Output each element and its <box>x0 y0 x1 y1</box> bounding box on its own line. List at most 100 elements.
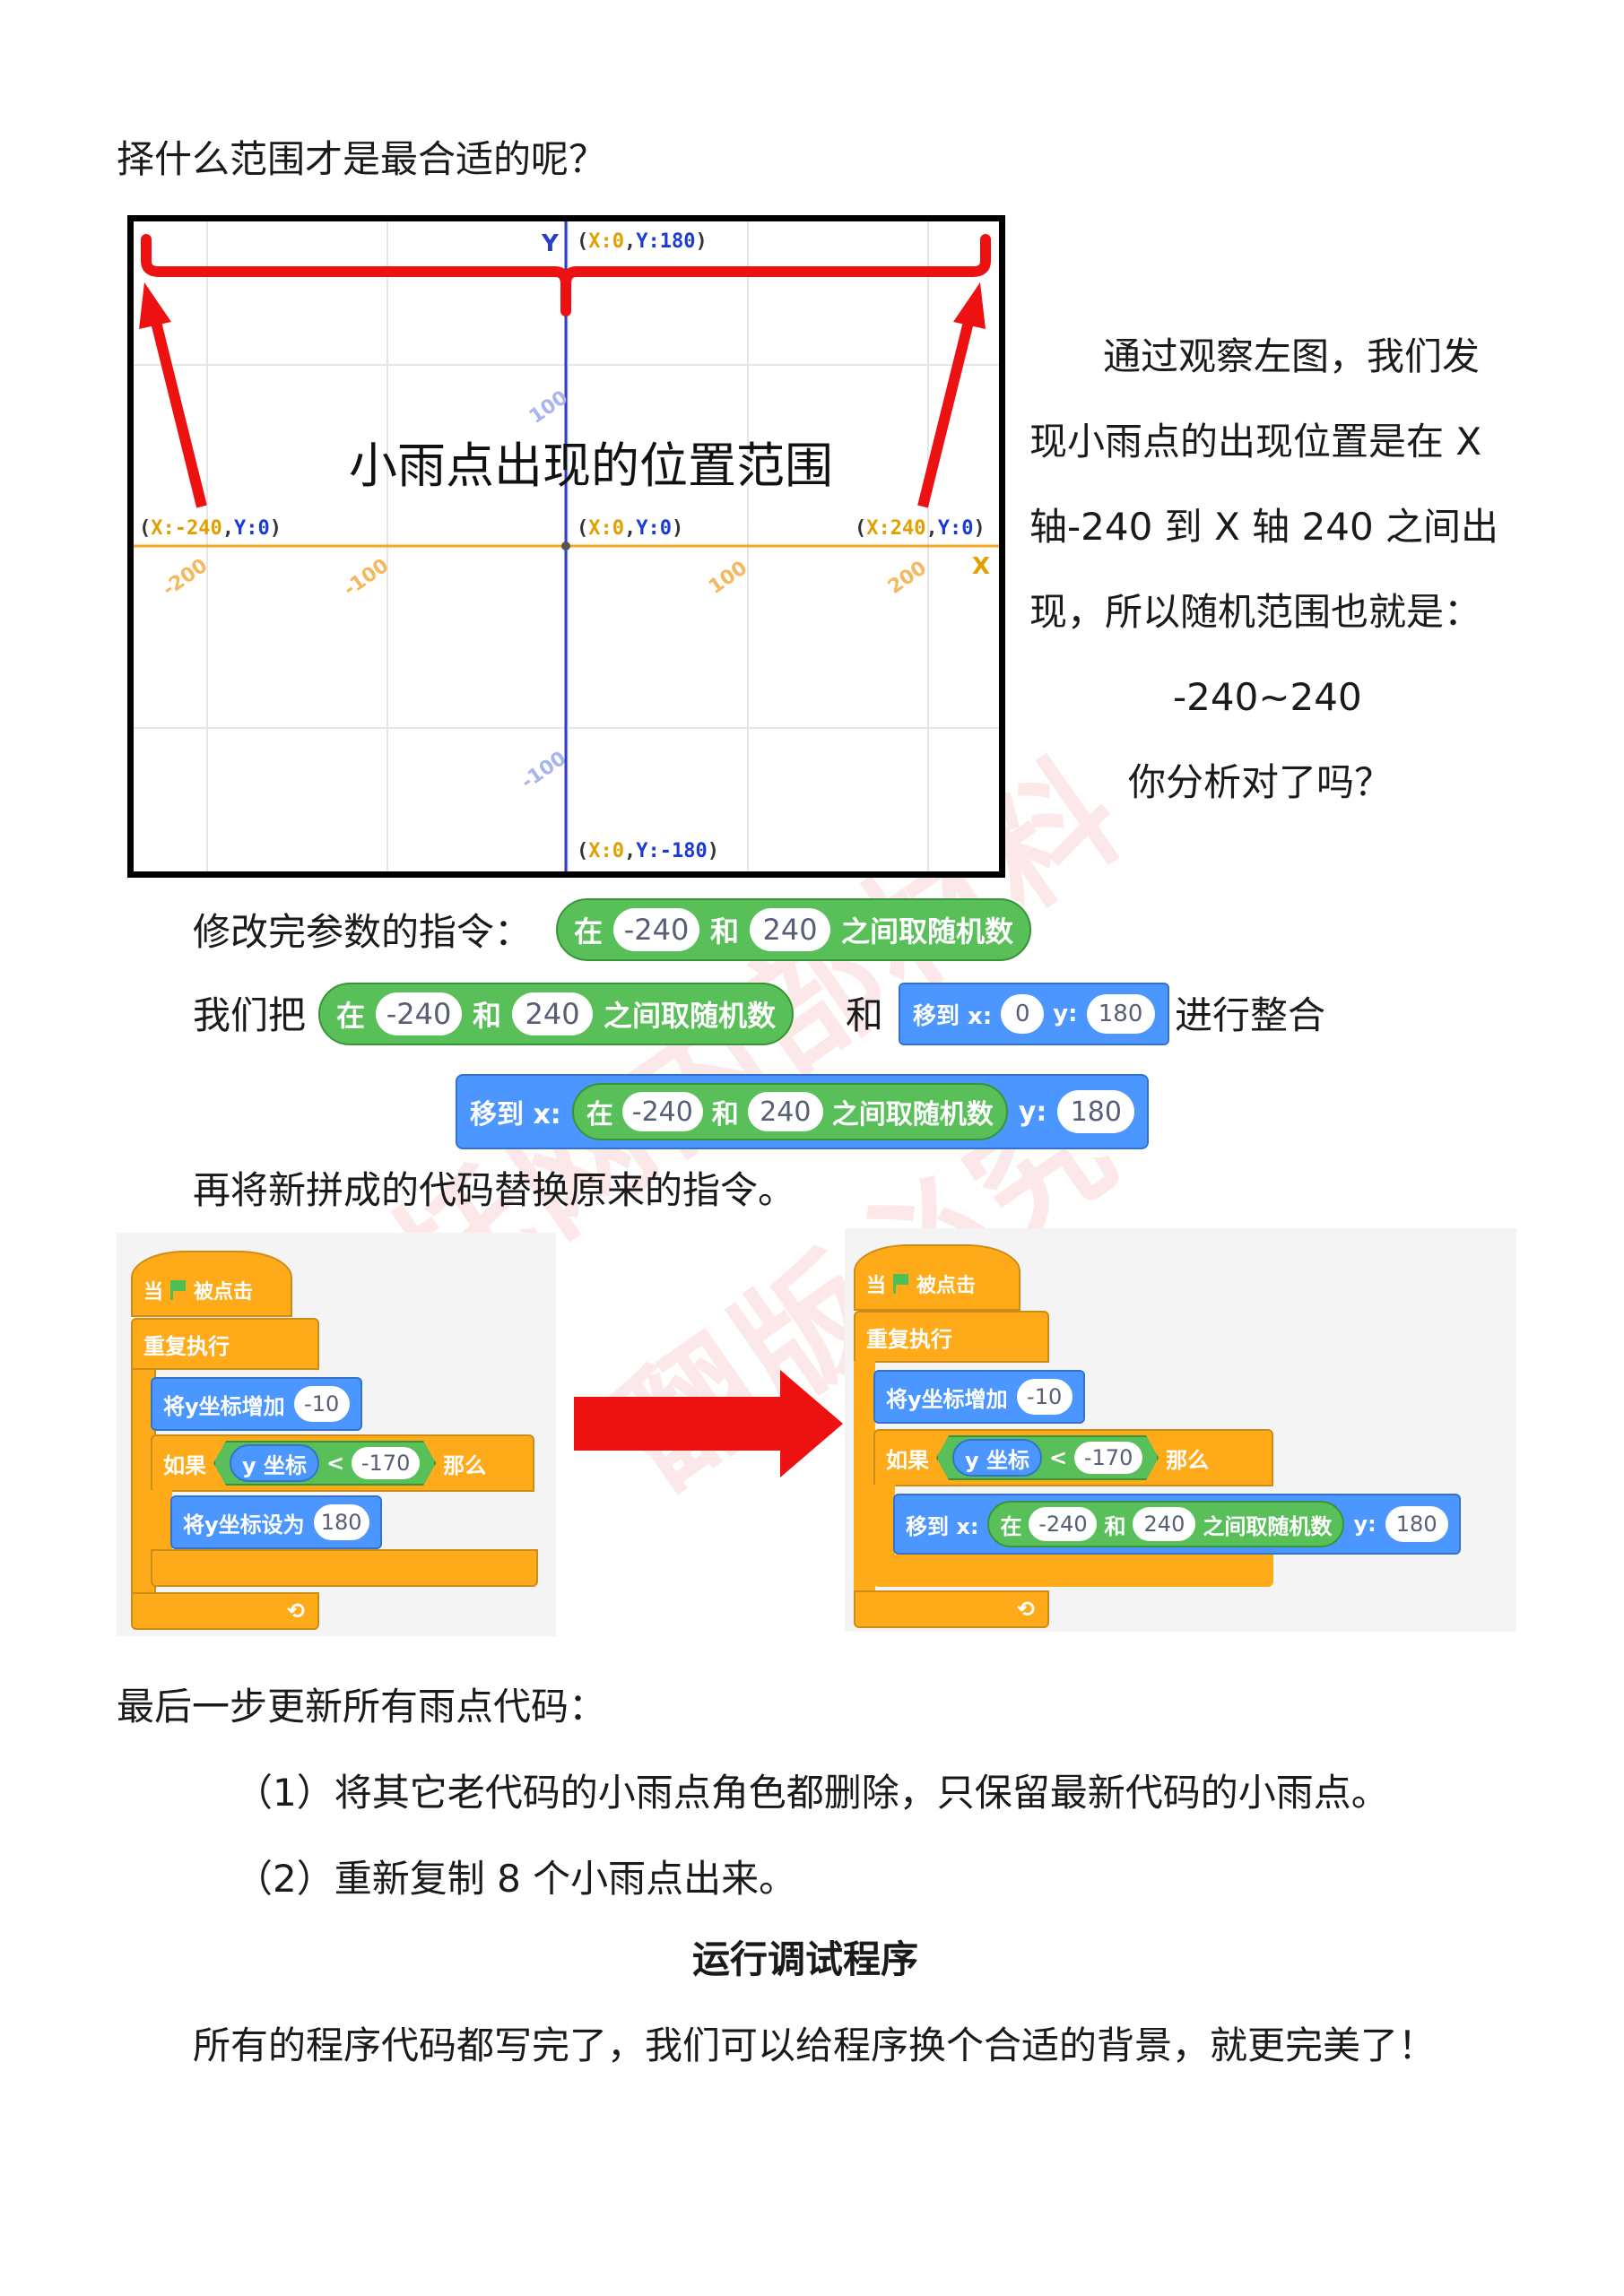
step-2: （2）重新复制 8 个小雨点出来。 <box>235 1857 797 1901</box>
forever-block-top-new[interactable]: 重复执行 <box>854 1311 1049 1363</box>
random-label-zai: 在 <box>1000 1513 1022 1539</box>
coord-left: (X:-240,Y:0) <box>139 517 282 540</box>
side-text-line2: 现小雨点的出现位置是在 X <box>1029 420 1482 464</box>
stage-grid <box>134 221 999 871</box>
hat-when-label: 当 <box>143 1281 164 1304</box>
step-1: （1）将其它老代码的小雨点角色都删除，只保留最新代码的小雨点。 <box>235 1771 1389 1815</box>
merged-goto-block-new[interactable]: 移到 x: 在 -240 和 240 之间取随机数 y: 180 <box>893 1494 1461 1555</box>
random-block-1[interactable]: 在 -240 和 240 之间取随机数 <box>556 898 1032 961</box>
set-y-block[interactable]: 将y坐标设为 180 <box>170 1495 382 1549</box>
hat-clicked-label: 被点击 <box>194 1281 254 1304</box>
change-y-label: 将y坐标增加 <box>886 1386 1008 1412</box>
green-flag-icon <box>893 1274 910 1294</box>
if-label: 如果 <box>886 1447 929 1473</box>
forever-label: 重复执行 <box>143 1333 230 1359</box>
random-label-tail: 之间取随机数 <box>831 1099 994 1131</box>
replace-instruction: 再将新拼成的代码替换原来的指令。 <box>193 1168 796 1212</box>
change-y-block-new[interactable]: 将y坐标增加 -10 <box>873 1370 1085 1424</box>
if-block-top[interactable]: 如果 y 坐标 < -170 那么 <box>151 1434 534 1492</box>
forever-label: 重复执行 <box>866 1326 952 1352</box>
merged-y-slot[interactable]: 180 <box>1057 1090 1135 1133</box>
merged-random-block[interactable]: 在 -240 和 240 之间取随机数 <box>987 1501 1345 1547</box>
random-label-zai: 在 <box>336 999 366 1033</box>
random-to-slot[interactable]: 240 <box>512 992 594 1035</box>
forever-block-top[interactable]: 重复执行 <box>131 1318 319 1370</box>
green-flag-icon <box>170 1280 187 1300</box>
merged-y-label: y: <box>1353 1512 1376 1537</box>
side-text-range: -240~240 <box>1173 675 1362 719</box>
then-label: 那么 <box>1166 1447 1210 1473</box>
run-debug-title: 运行调试程序 <box>692 1937 919 1981</box>
random-to-slot[interactable]: 240 <box>750 908 831 951</box>
change-y-value[interactable]: -10 <box>1016 1379 1073 1415</box>
goto-y-label: y: <box>1053 1001 1078 1027</box>
random-label-he: 和 <box>710 914 740 949</box>
compare-value[interactable]: -170 <box>352 1447 420 1479</box>
random-to-slot[interactable]: 240 <box>1133 1507 1196 1541</box>
random-label-zai: 在 <box>586 1099 613 1131</box>
random-label-he: 和 <box>711 1099 739 1131</box>
closing-text: 所有的程序代码都写完了，我们可以给程序换个合适的背景，就更完美了！ <box>193 2023 1437 2067</box>
row2-and: 和 <box>846 993 884 1037</box>
goto-label: 移到 x: <box>913 1002 993 1030</box>
coord-right: (X:240,Y:0) <box>855 517 986 540</box>
forever-block-bottom-new: ⟲ <box>854 1590 1049 1628</box>
side-text-line3: 轴-240 到 X 轴 240 之间出 <box>1029 505 1499 549</box>
side-text-line1: 通过观察左图，我们发 <box>1103 334 1481 378</box>
if-block-top-new[interactable]: 如果 y 坐标 < -170 那么 <box>873 1429 1273 1486</box>
change-y-label: 将y坐标增加 <box>163 1393 285 1419</box>
if-block-bottom-new <box>873 1555 1273 1587</box>
goto-xy-block[interactable]: 移到 x: 0 y: 180 <box>899 983 1169 1045</box>
random-from-slot[interactable]: -240 <box>621 1092 703 1131</box>
forever-block-arm-new <box>854 1361 875 1590</box>
set-y-value[interactable]: 180 <box>313 1504 369 1540</box>
side-text-ask: 你分析对了吗？ <box>1128 760 1393 804</box>
merged-y-label: y: <box>1018 1096 1047 1128</box>
if-label: 如果 <box>163 1452 206 1478</box>
when-flag-clicked-hat[interactable]: 当 被点击 <box>131 1251 292 1317</box>
hat-clicked-label: 被点击 <box>916 1275 977 1297</box>
set-y-label: 将y坐标设为 <box>183 1512 305 1538</box>
change-y-value[interactable]: -10 <box>293 1386 350 1422</box>
row2-prefix: 我们把 <box>193 993 307 1037</box>
lt-symbol: < <box>326 1451 345 1476</box>
random-from-slot[interactable]: -240 <box>613 908 700 951</box>
intro-question: 择什么范围才是最合适的呢？ <box>117 137 607 181</box>
random-label-zai: 在 <box>574 914 604 949</box>
y-coord-reporter[interactable]: y 坐标 <box>230 1444 319 1482</box>
random-label-tail: 之间取随机数 <box>604 999 777 1033</box>
change-y-block[interactable]: 将y坐标增加 -10 <box>151 1377 362 1431</box>
y-axis-label: Y <box>542 230 559 257</box>
y-coord-reporter[interactable]: y 坐标 <box>952 1439 1042 1477</box>
merged-goto-block[interactable]: 移到 x: 在 -240 和 240 之间取随机数 y: 180 <box>456 1074 1150 1149</box>
merged-goto-label: 移到 x: <box>470 1099 561 1131</box>
random-from-slot[interactable]: -240 <box>376 992 463 1035</box>
coord-center: (X:0,Y:0) <box>577 517 684 540</box>
stage-title: 小雨点出现的位置范围 <box>349 438 833 494</box>
final-heading: 最后一步更新所有雨点代码： <box>117 1685 607 1728</box>
less-than-block[interactable]: y 坐标 < -170 <box>936 1435 1159 1480</box>
random-label-he: 和 <box>1104 1513 1126 1539</box>
if-block-arm <box>151 1490 172 1551</box>
stage-coordinate-diagram: Y X (X:0,Y:180) (X:-240,Y:0) (X:0,Y:0) (… <box>127 215 1005 878</box>
side-text-line4: 现，所以随机范围也就是： <box>1029 590 1482 634</box>
less-than-block[interactable]: y 坐标 < -170 <box>213 1441 436 1486</box>
random-block-2[interactable]: 在 -240 和 240 之间取随机数 <box>318 983 795 1045</box>
x-axis-label: X <box>972 553 991 580</box>
lt-symbol: < <box>1049 1445 1068 1470</box>
merged-random-block[interactable]: 在 -240 和 240 之间取随机数 <box>571 1083 1008 1140</box>
random-label-tail: 之间取随机数 <box>841 914 1014 949</box>
coord-bottom: (X:0,Y:-180) <box>577 840 719 862</box>
goto-y-slot[interactable]: 180 <box>1086 994 1155 1034</box>
random-from-slot[interactable]: -240 <box>1029 1507 1098 1541</box>
coord-top: (X:0,Y:180) <box>577 230 708 253</box>
compare-value[interactable]: -170 <box>1074 1442 1142 1474</box>
forever-block-bottom: ⟲ <box>131 1592 319 1630</box>
random-label-tail: 之间取随机数 <box>1203 1513 1333 1539</box>
merged-y-slot[interactable]: 180 <box>1385 1506 1448 1542</box>
goto-x-slot[interactable]: 0 <box>1001 994 1045 1034</box>
right-arrow-icon <box>574 1370 843 1477</box>
when-flag-clicked-hat-new[interactable]: 当 被点击 <box>854 1244 1020 1311</box>
random-to-slot[interactable]: 240 <box>747 1092 823 1131</box>
merged-goto-label: 移到 x: <box>906 1513 979 1539</box>
